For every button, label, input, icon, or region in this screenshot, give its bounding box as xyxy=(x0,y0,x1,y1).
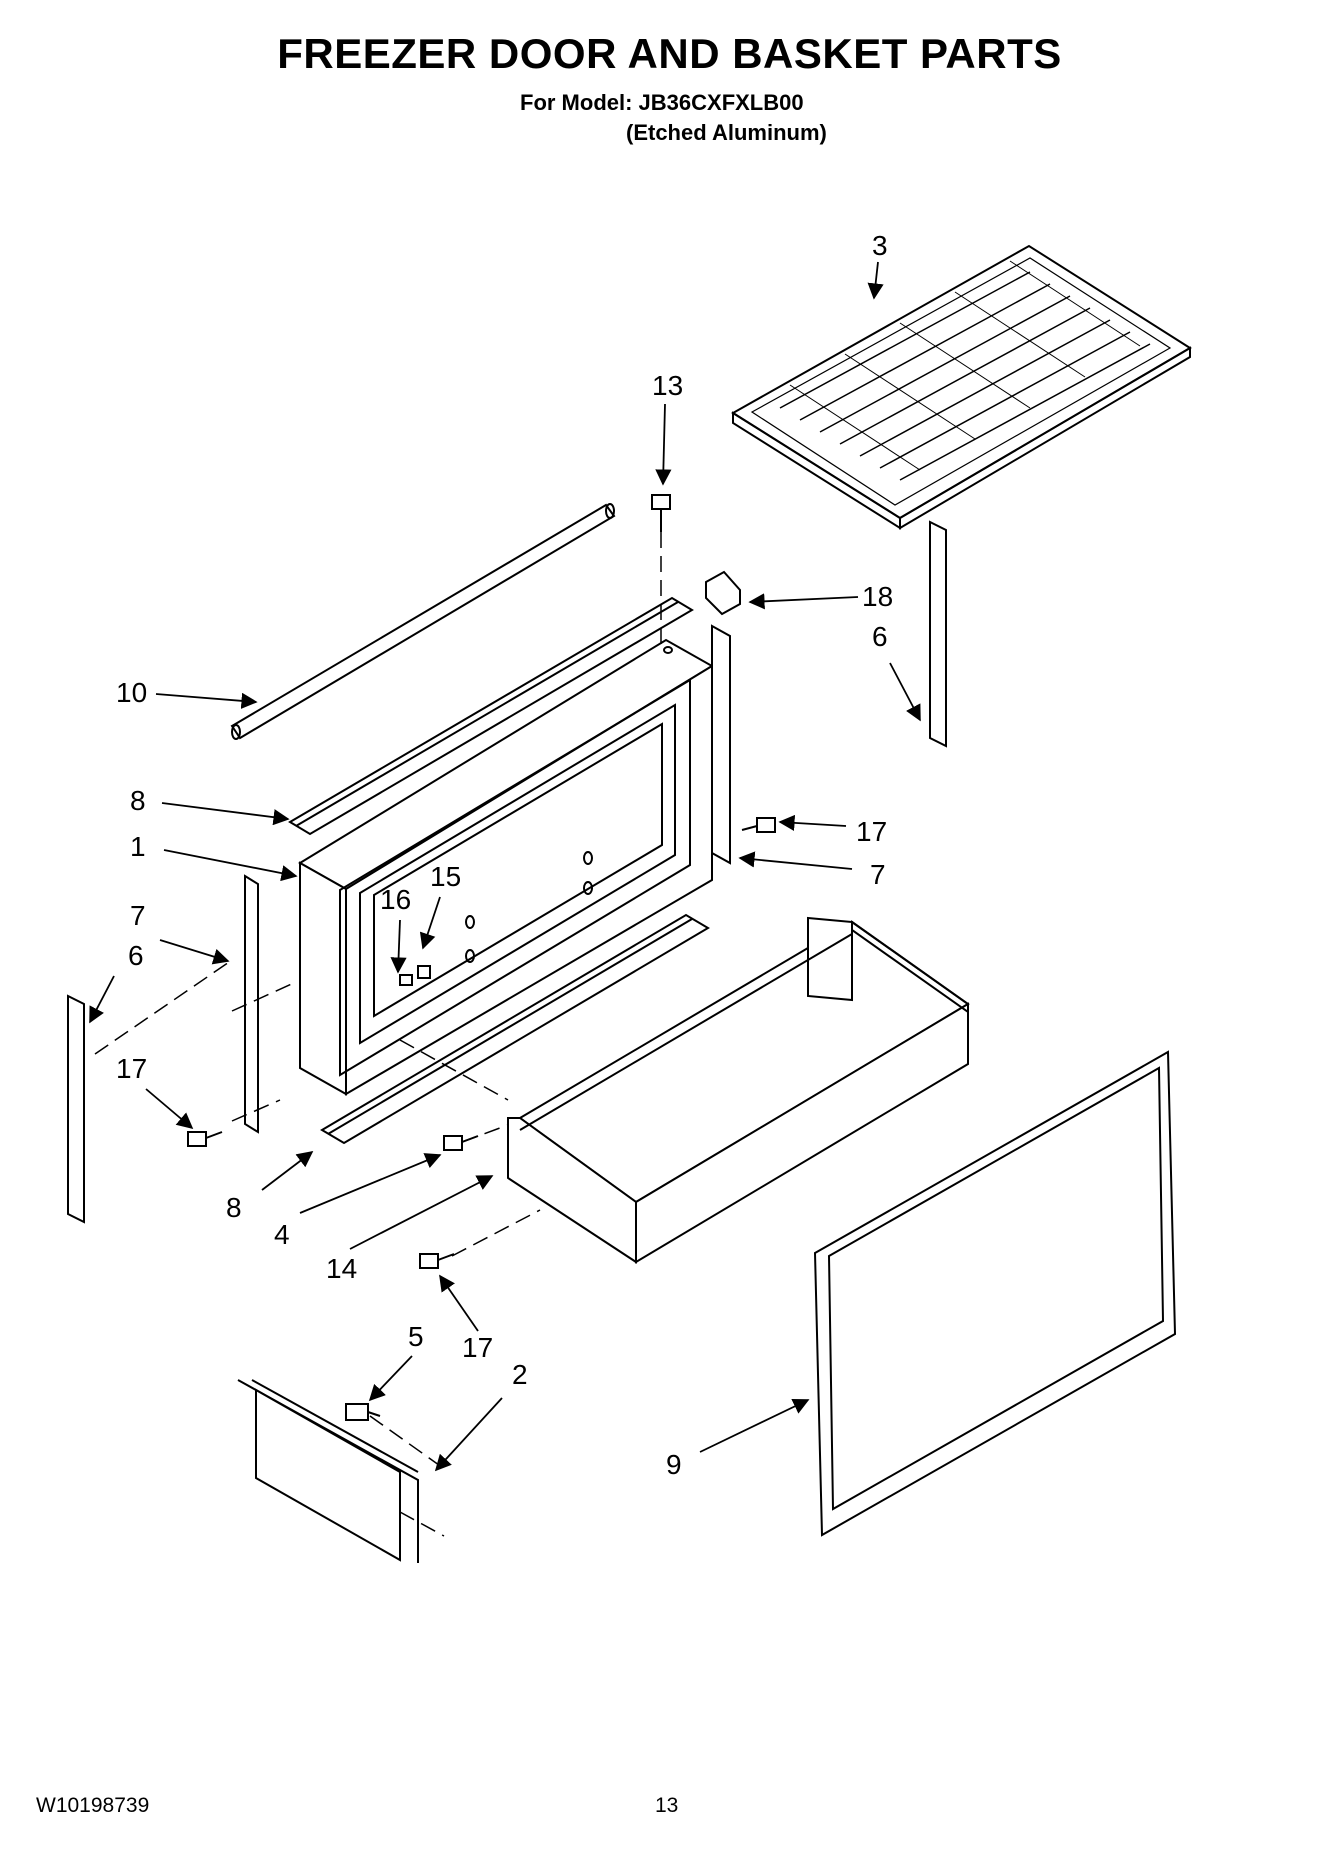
door-gasket-strip-bottom xyxy=(320,913,710,1145)
door-top-trim-part xyxy=(230,503,616,740)
alignment-lines xyxy=(94,532,662,1537)
callout-10: 10 xyxy=(116,677,147,708)
callout-9: 9 xyxy=(666,1449,682,1480)
page-title: FREEZER DOOR AND BASKET PARTS xyxy=(277,30,1062,77)
callout-1: 1 xyxy=(130,831,146,862)
side-trim-left xyxy=(244,874,259,1134)
callout-7: 7 xyxy=(870,859,886,890)
bracket-part xyxy=(705,570,741,616)
callout-17: 17 xyxy=(116,1053,147,1084)
callout-3: 3 xyxy=(872,230,888,261)
basket-part xyxy=(507,916,970,1264)
document-number: W10198739 xyxy=(36,1794,150,1817)
callout-15: 15 xyxy=(430,861,461,892)
callout-17: 17 xyxy=(856,816,887,847)
side-piece-left xyxy=(67,994,85,1224)
screw-17-left xyxy=(187,1131,223,1147)
drawer-front-part xyxy=(237,1379,419,1563)
side-trim-right xyxy=(711,624,731,865)
callout-17: 17 xyxy=(462,1332,493,1363)
screw-5 xyxy=(345,1403,381,1421)
door-frame-part xyxy=(298,638,714,1096)
screw-15-16 xyxy=(399,965,431,986)
leader-arrows xyxy=(89,261,921,1472)
screw-17-right xyxy=(741,817,776,833)
callout-7: 7 xyxy=(130,900,146,931)
callout-14: 14 xyxy=(326,1253,357,1284)
page-number: 13 xyxy=(655,1794,679,1817)
callout-5: 5 xyxy=(408,1321,424,1352)
callout-13: 13 xyxy=(652,370,683,401)
callout-4: 4 xyxy=(274,1219,290,1250)
door-gasket-strip-top xyxy=(288,596,694,836)
callout-16: 16 xyxy=(380,884,411,915)
model-number: For Model: JB36CXFXLB00 xyxy=(520,90,804,115)
callout-8: 8 xyxy=(130,785,146,816)
side-piece-right xyxy=(929,520,947,748)
finish-label: (Etched Aluminum) xyxy=(626,120,827,145)
callout-8: 8 xyxy=(226,1192,242,1223)
basket-shelf-part xyxy=(731,244,1192,530)
callout-6: 6 xyxy=(872,621,888,652)
screw-17-bottom xyxy=(419,1253,455,1269)
door-gasket-part xyxy=(813,1050,1177,1537)
callout-18: 18 xyxy=(862,581,893,612)
callout-6: 6 xyxy=(128,940,144,971)
callout-labels: 3 13 18 6 10 8 1 17 7 15 16 7 6 17 8 4 1… xyxy=(116,230,893,1480)
screw-13 xyxy=(651,494,671,532)
callout-2: 2 xyxy=(512,1359,528,1390)
